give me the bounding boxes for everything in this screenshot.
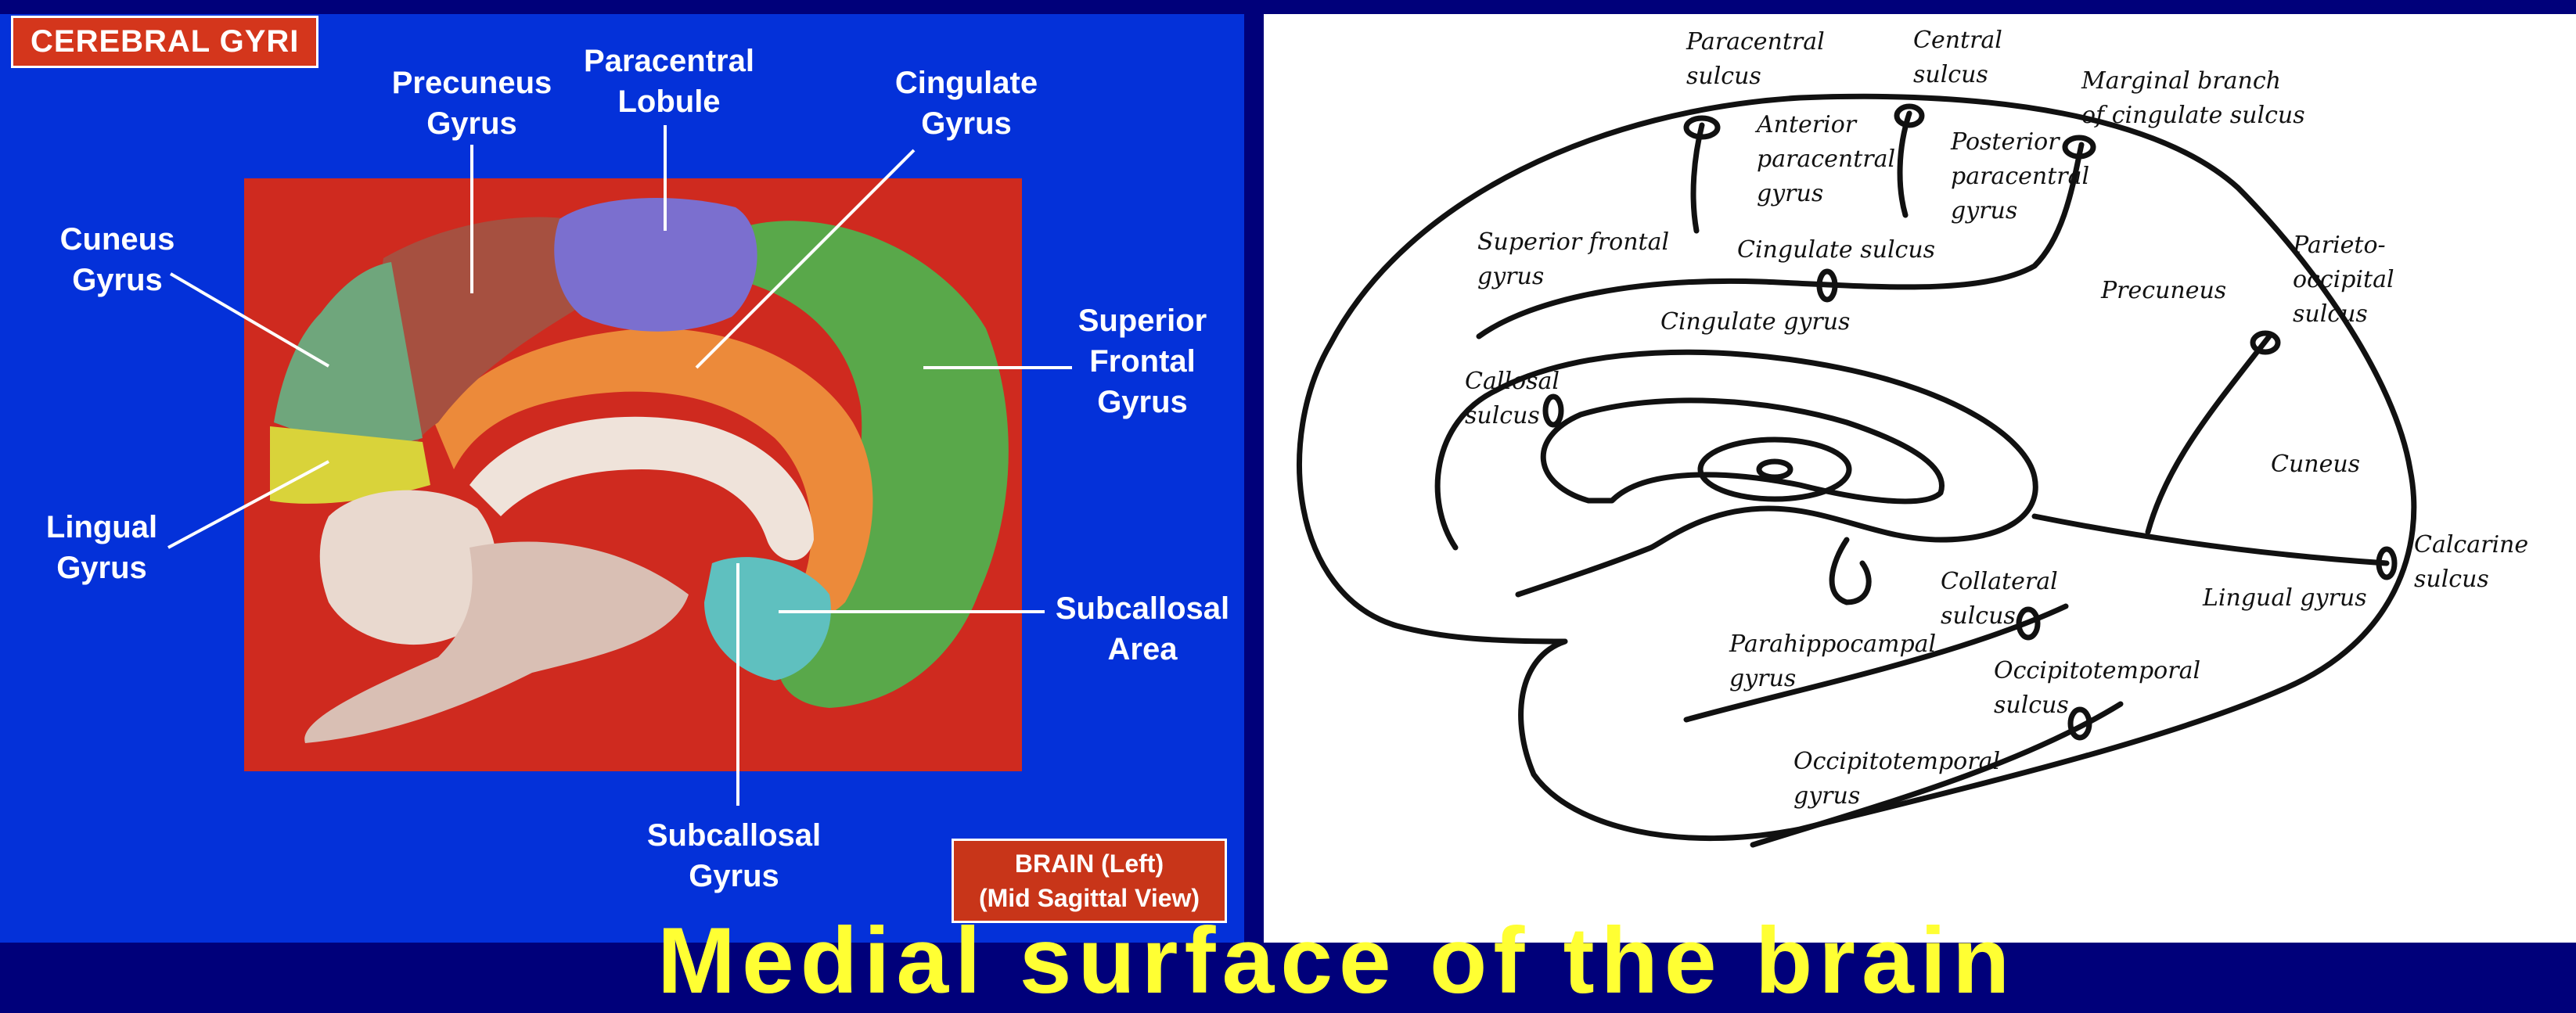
label-lingual-gyrus: Lingual Gyrus xyxy=(45,510,158,585)
rlabel-cuneus: Cuneus xyxy=(2271,451,2361,478)
cuneus-leader xyxy=(169,272,330,368)
rlabel-occipitotemporal-gyrus: Occipitotemporal gyrus xyxy=(1793,748,2001,810)
rlabel-callosal-sulcus: Callosal sulcus xyxy=(1465,368,1560,429)
label-precuneus-gyrus: Precuneus Gyrus xyxy=(391,66,552,141)
rlabel-cingulate-sulcus: Cingulate sulcus xyxy=(1737,236,1936,264)
corpus-callosum xyxy=(470,416,814,561)
callosal-sulcus-line xyxy=(1434,349,2038,598)
rlabel-collateral-sulcus: Collateral sulcus xyxy=(1941,568,2058,630)
paracentral-region xyxy=(554,198,757,332)
label-cuneus-gyrus: Cuneus Gyrus xyxy=(59,222,175,297)
rlabel-central-sulcus: Central sulcus xyxy=(1913,27,2002,88)
precuneus-region xyxy=(360,217,595,477)
cingulate-region xyxy=(434,328,873,617)
calcarine-line xyxy=(2031,513,2390,566)
rlabel-occipitotemporal-sulcus: Occipitotemporal sulcus xyxy=(1994,657,2201,719)
label-paracentral-lobule: Paracentral Lobule xyxy=(584,44,754,119)
rlabel-parahippocampal-gyrus: Parahippocampal gyrus xyxy=(1729,630,1937,692)
brainstem xyxy=(304,541,689,743)
left-title: CEREBRAL GYRI xyxy=(11,16,319,68)
rlabel-paracentral-sulcus: Paracentral sulcus xyxy=(1686,28,1825,90)
rlabel-parieto-occipital-sulcus: Parieto- occipital sulcus xyxy=(2293,232,2394,328)
rlabel-superior-frontal-gyrus: Superior frontal gyrus xyxy=(1477,228,1670,290)
parieto-occipital-line xyxy=(2145,333,2272,535)
rlabel-posterior-paracentral-gyrus: Posterior paracentral gyrus xyxy=(1951,128,2090,225)
central-ring xyxy=(1697,436,1852,502)
rlabel-anterior-paracentral-gyrus: Anterior paracentral gyrus xyxy=(1757,111,1896,207)
corpus-callosum-inner xyxy=(1540,397,1945,505)
paracentral-sulcus-line xyxy=(1690,122,1705,234)
uncus-hook xyxy=(1829,537,1872,605)
central-dot xyxy=(1756,458,1793,480)
label-superior-frontal-gyrus: Superior Frontal Gyrus xyxy=(1078,304,1207,419)
label-subcallosal-gyrus: Subcallosal Gyrus xyxy=(646,818,822,893)
label-cingulate-gyrus: Cingulate Gyrus xyxy=(894,66,1038,141)
cuneus-region xyxy=(274,262,423,454)
lingual-region xyxy=(270,426,430,504)
caption-box: BRAIN (Left) (Mid Sagittal View) xyxy=(952,839,1227,923)
label-subcallosal-area: Subcallosal Area xyxy=(1055,591,1230,666)
rlabel-calcarine-sulcus: Calcarine sulcus xyxy=(2414,531,2529,593)
right-brain-line-drawing xyxy=(1297,93,2417,848)
rlabel-cingulate-gyrus: Cingulate gyrus xyxy=(1660,308,1851,336)
cingulate-leader xyxy=(695,149,916,369)
right-panel xyxy=(1264,14,2576,943)
occipitotemporal-sulcus-line xyxy=(1750,701,2124,848)
subcallosal-region xyxy=(704,557,831,681)
rlabel-marginal-branch: Marginal branch of cingulate sulcus xyxy=(2081,67,2305,129)
cingulate-sulcus-line xyxy=(1476,142,2085,339)
left-brain-illustration xyxy=(167,125,1072,806)
rlabel-precuneus: Precuneus xyxy=(2101,277,2227,304)
bottom-title: Medial surface of the brain xyxy=(657,908,2017,1013)
cerebellum xyxy=(319,490,497,645)
outer-outline xyxy=(1297,93,2417,842)
lingual-leader xyxy=(167,460,329,549)
central-sulcus-line xyxy=(1897,110,1912,218)
rlabel-lingual-gyrus: Lingual gyrus xyxy=(2203,584,2367,612)
